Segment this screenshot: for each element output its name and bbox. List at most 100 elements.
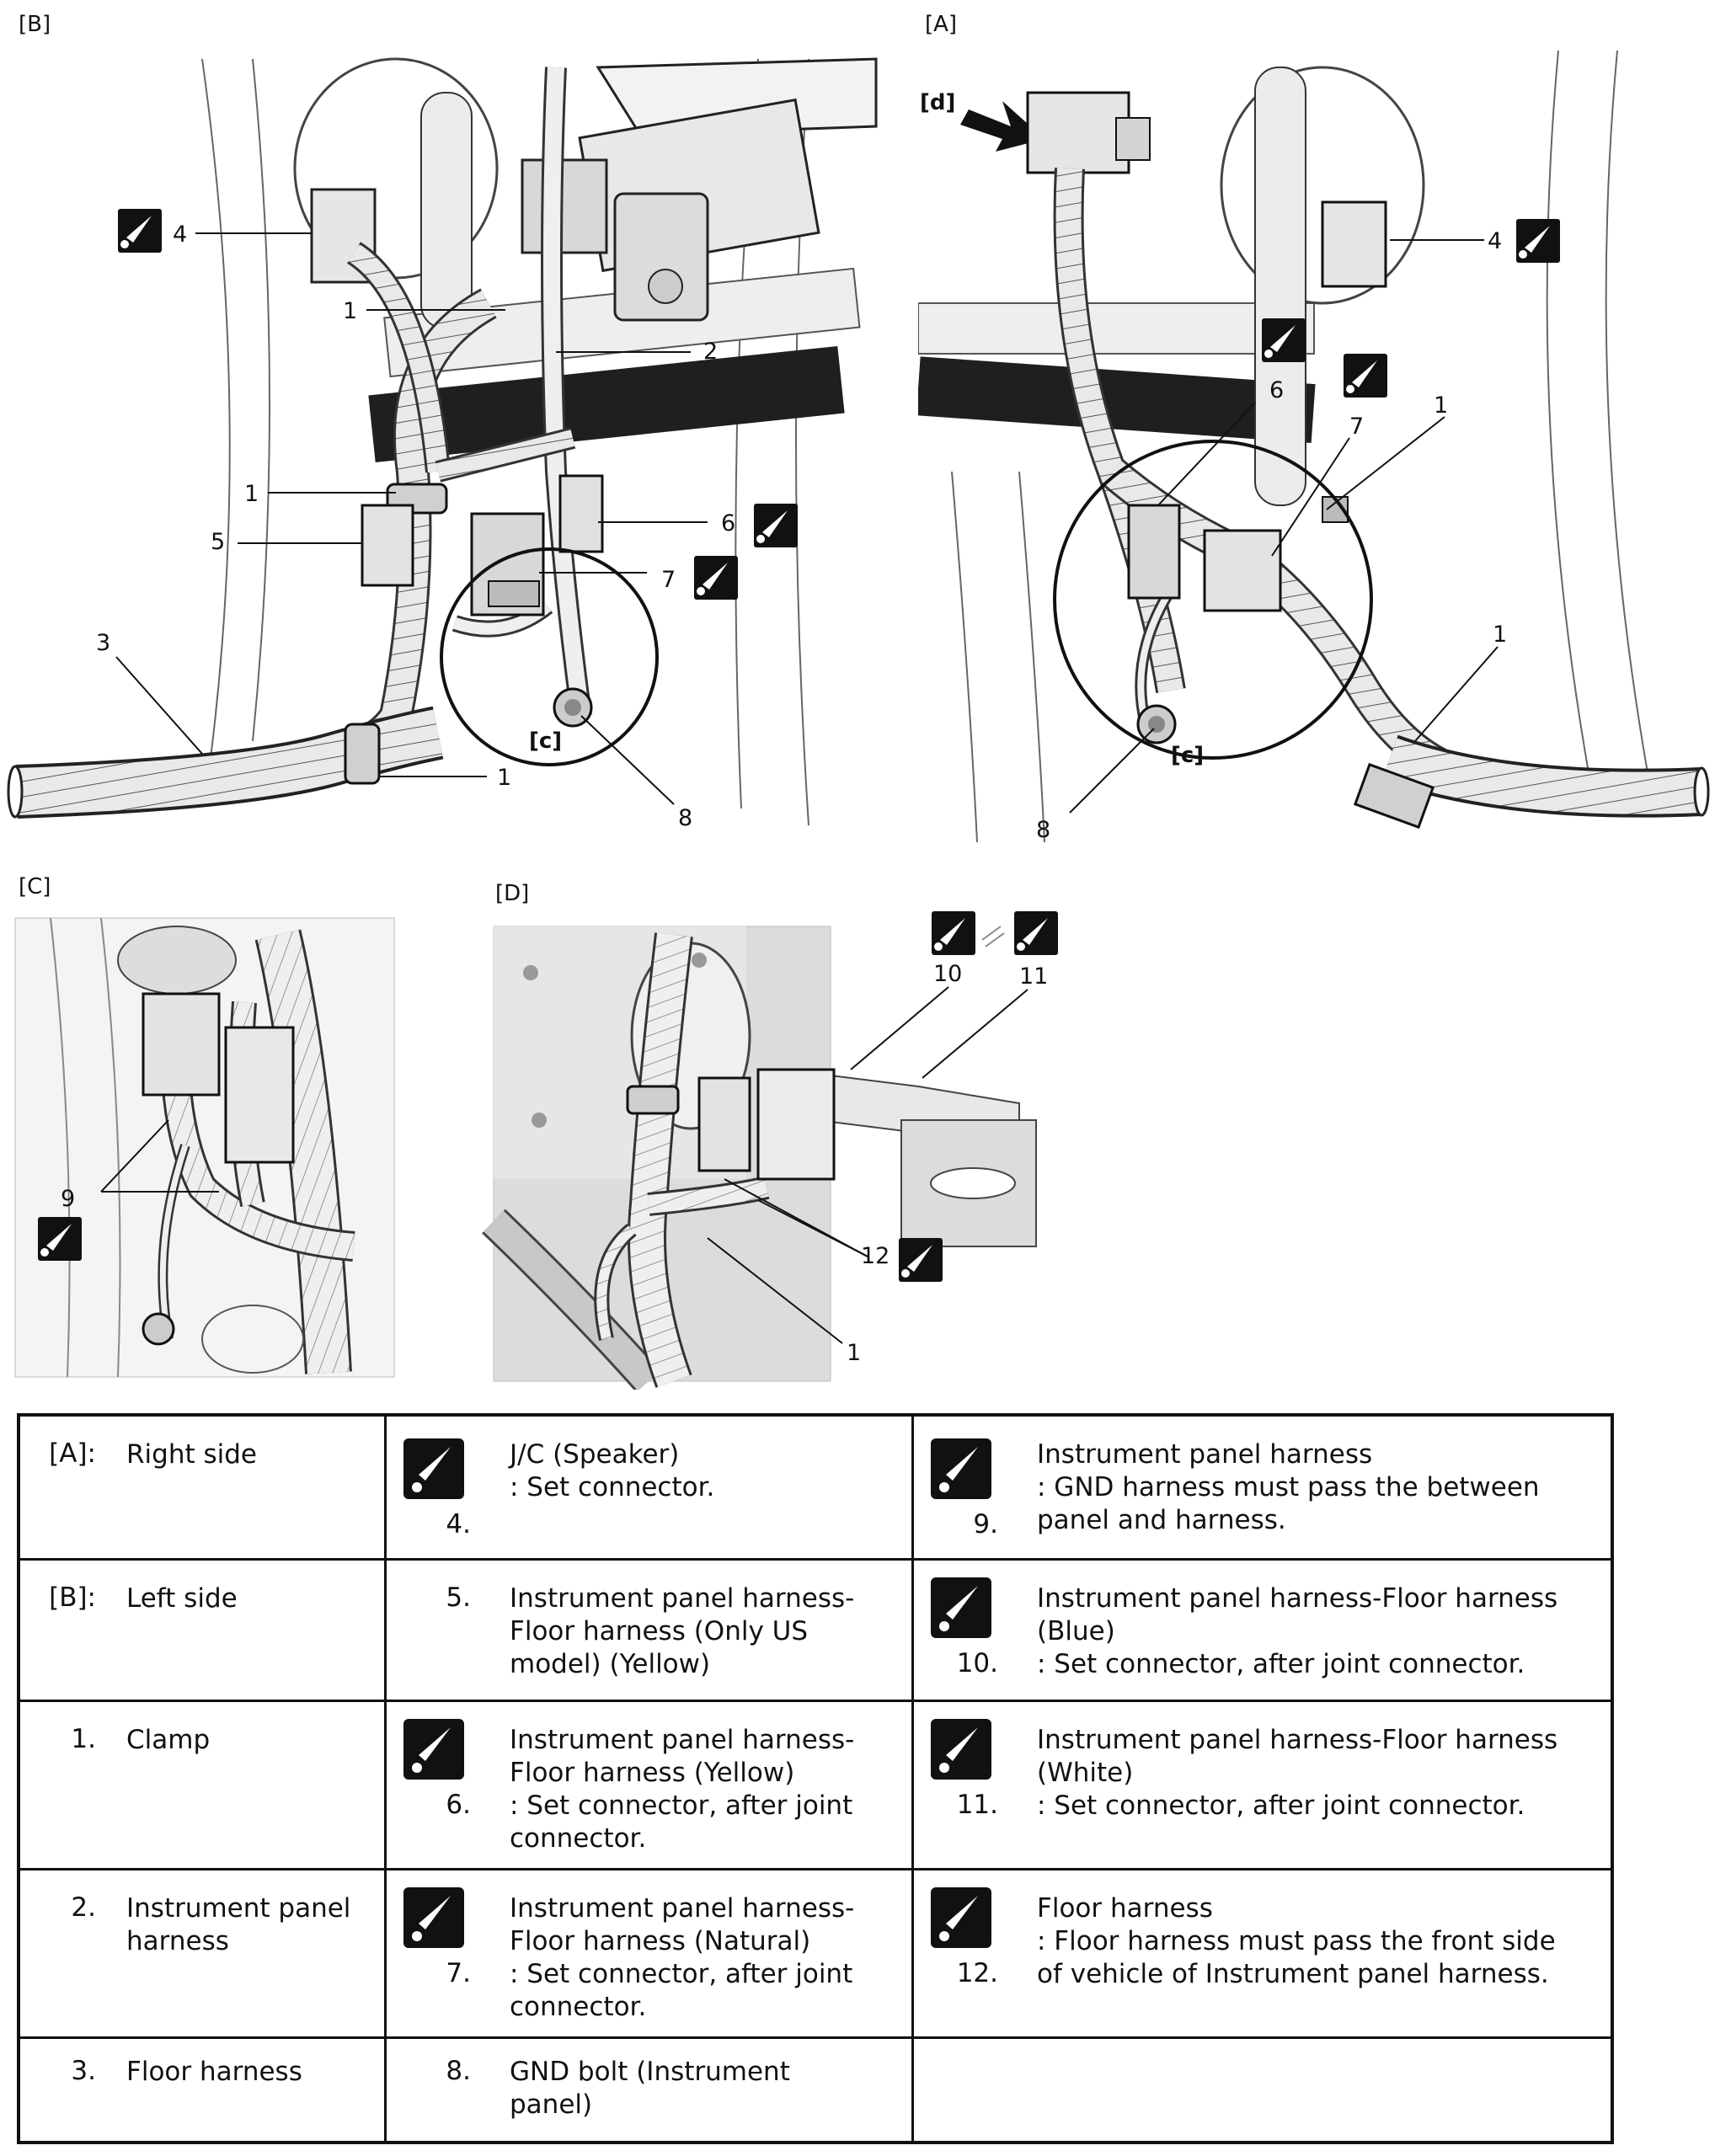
view-d-drawing: 10 11 12 1 (482, 911, 1058, 1390)
legend-number: 8. (446, 2056, 471, 2086)
set-connector-icon (931, 1719, 991, 1780)
symbol-icon (1014, 911, 1058, 955)
legend-text: Instrument panel harness : GND harness m… (1037, 1439, 1540, 1535)
legend-cell: 6. Instrument panel harness- Floor harne… (384, 1702, 911, 1868)
callout-2: 2 (703, 339, 718, 365)
view-a-circle-label: [c] (1171, 743, 1204, 768)
callout-5: 5 (211, 529, 225, 555)
legend-number: 9. (973, 1509, 998, 1540)
legend-row: [A]: Right side 4. J/C (Speaker) : Set c… (20, 1417, 1611, 1558)
legend-row: 2. Instrument panel harness 7. Instrumen… (20, 1868, 1611, 2036)
symbol-icon (932, 911, 975, 955)
view-a-drawing: [d] [c] 4 (918, 50, 1710, 843)
view-a-label: [A] (925, 12, 958, 37)
legend-text: Instrument panel harness- Floor harness … (510, 1725, 855, 1854)
callout-3: 3 (96, 630, 110, 656)
callout-1: 1 (343, 298, 357, 324)
legend-cell: 10. Instrument panel harness-Floor harne… (911, 1561, 1611, 1700)
legend-number: 11. (956, 1790, 998, 1820)
callout-4: 4 (173, 221, 187, 248)
callout-8: 8 (678, 805, 692, 831)
callout-7: 7 (661, 567, 676, 593)
legend-text: Floor harness : Floor harness must pass … (1037, 1893, 1556, 1989)
legend-cell: [A]: Right side (20, 1417, 384, 1558)
set-connector-icon (931, 1577, 991, 1638)
set-connector-icon (403, 1719, 464, 1780)
set-connector-icon (403, 1438, 464, 1499)
set-connector-icon (931, 1438, 991, 1499)
view-c-drawing: 9 (14, 917, 395, 1378)
callout-6: 6 (721, 510, 735, 536)
legend-row: 3. Floor harness 8. GND bolt (Instrument… (20, 2036, 1611, 2141)
legend-cell: 9. Instrument panel harness : GND harnes… (911, 1417, 1611, 1558)
legend-cell: 3. Floor harness (20, 2039, 384, 2141)
legend-cell: 8. GND bolt (Instrument panel) (384, 2039, 911, 2141)
symbol-icon (38, 1217, 82, 1261)
set-connector-icon (403, 1887, 464, 1948)
view-d-label: [D] (495, 881, 530, 906)
legend-cell (911, 2039, 1611, 2141)
legend-cell: 7. Instrument panel harness- Floor harne… (384, 1870, 911, 2036)
arrow-icon (960, 101, 1044, 152)
callout-1b: 1 (1493, 622, 1507, 648)
legend-number: 5. (446, 1582, 471, 1613)
legend-number: 4. (446, 1509, 471, 1540)
view-a: [A] [d] (918, 0, 1715, 851)
callout-10: 10 (933, 961, 962, 987)
legend-cell: 4. J/C (Speaker) : Set connector. (384, 1417, 911, 1558)
view-c-label: [C] (19, 874, 51, 899)
legend-text: Instrument panel harness-Floor harness (… (1037, 1583, 1558, 1679)
legend-text: Left side (126, 1583, 238, 1614)
legend-cell: 11. Instrument panel harness-Floor harne… (911, 1702, 1611, 1868)
legend-cell: 2. Instrument panel harness (20, 1870, 384, 2036)
callout-1: 1 (847, 1340, 861, 1366)
legend-cell: 12. Floor harness : Floor harness must p… (911, 1870, 1611, 2036)
legend-text: Right side (126, 1439, 257, 1470)
legend-text: Floor harness (126, 2057, 302, 2087)
callout-1: 1 (1434, 392, 1448, 419)
legend-number: 2. (71, 1892, 96, 1923)
callout-1b: 1 (244, 481, 259, 507)
legend-number: [A]: (49, 1438, 96, 1469)
view-c: [C] 9 (0, 867, 404, 1381)
legend-cell: 5. Instrument panel harness- Floor harne… (384, 1561, 911, 1700)
view-b-circle-label: [c] (529, 728, 562, 754)
symbol-icon (754, 504, 798, 547)
legend-number: 6. (446, 1790, 471, 1820)
symbol-icon (694, 556, 738, 600)
symbol-icon (1262, 318, 1306, 362)
legend-row: 1. Clamp 6. Instrument panel harness- Fl… (20, 1700, 1611, 1868)
legend-cell: 1. Clamp (20, 1702, 384, 1868)
legend-row: [B]: Left side 5. Instrument panel harne… (20, 1558, 1611, 1700)
view-b-drawing: [c] 4 1 2 1 5 3 6 7 1 8 (7, 57, 878, 831)
legend-number: 10. (956, 1648, 998, 1678)
callout-9: 9 (61, 1186, 75, 1212)
symbol-icon (1344, 354, 1387, 398)
legend-text: Instrument panel harness-Floor harness (… (1037, 1725, 1558, 1821)
callout-7: 7 (1349, 414, 1364, 440)
view-b-label: [B] (19, 12, 51, 37)
callout-12: 12 (861, 1243, 890, 1269)
legend-text: J/C (Speaker) : Set connector. (510, 1439, 715, 1502)
legend-cell: [B]: Left side (20, 1561, 384, 1700)
callout-4: 4 (1488, 228, 1502, 254)
legend-number: 12. (956, 1958, 998, 1988)
callout-8: 8 (1036, 817, 1050, 843)
symbol-icon (118, 209, 162, 253)
view-d: [D] 10 11 (480, 867, 1070, 1390)
symbol-icon (1516, 219, 1560, 263)
legend-text: Instrument panel harness- Floor harness … (510, 1893, 855, 2022)
legend-number: 1. (71, 1724, 96, 1754)
symbol-icon (899, 1238, 943, 1282)
callout-6: 6 (1269, 377, 1284, 403)
legend-number: 7. (446, 1958, 471, 1988)
set-connector-icon (931, 1887, 991, 1948)
callout-1c: 1 (497, 765, 511, 791)
legend-text: GND bolt (Instrument panel) (510, 2057, 790, 2120)
legend-text: Instrument panel harness- Floor harness … (510, 1583, 855, 1679)
view-a-arrow-label: [d] (920, 90, 955, 115)
callout-11: 11 (1019, 963, 1048, 990)
legend-number: 3. (71, 2056, 96, 2086)
legend-number: [B]: (49, 1582, 96, 1613)
legend-text: Instrument panel harness (126, 1893, 351, 1956)
